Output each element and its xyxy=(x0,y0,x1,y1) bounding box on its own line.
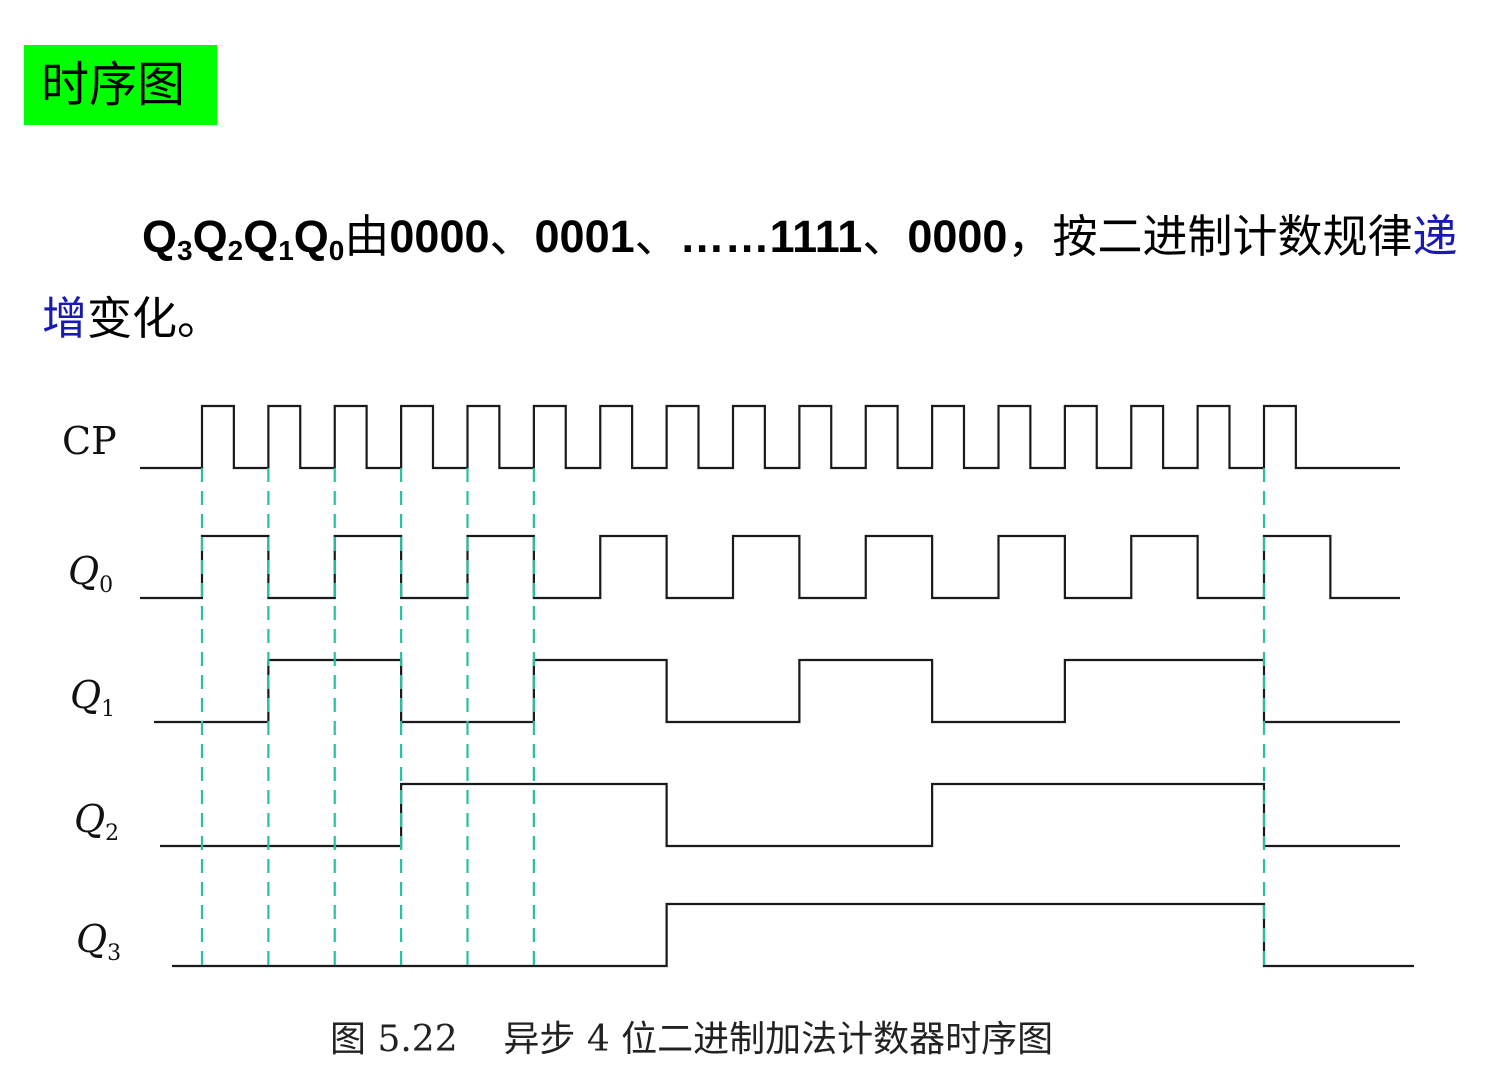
q1: Q1 xyxy=(243,211,294,266)
q0: Q0 xyxy=(293,211,345,266)
tail-2: 变化。 xyxy=(87,292,223,345)
seq-1: 0001 xyxy=(534,211,635,262)
seq-2: ……1111 xyxy=(679,211,863,262)
title-badge: 时序图 xyxy=(24,45,217,125)
you-text: 由 xyxy=(344,210,390,263)
q3: Q3 xyxy=(142,211,193,266)
figure-caption: 图 5.22 异步 4 位二进制加法计数器时序图 xyxy=(330,1019,1054,1060)
signal-label-q3: Q3 xyxy=(76,917,121,966)
highlight-increment: 递增 xyxy=(42,210,1458,345)
description-paragraph: Q3Q2Q1Q0由0000、0001、……1111、0000，按二进制计数规律递… xyxy=(42,210,1458,345)
signal-label-q0: Q0 xyxy=(68,549,113,598)
signal-label-q1: Q1 xyxy=(70,673,115,722)
tail-1: 按二进制计数规律 xyxy=(1052,210,1413,263)
q3-waveform xyxy=(172,902,1414,968)
signal-label-cp: CP xyxy=(62,419,117,463)
signal-label-q2: Q2 xyxy=(74,797,119,846)
title-text: 时序图 xyxy=(41,57,186,113)
q0-waveform xyxy=(140,534,1400,600)
seq-3: 0000 xyxy=(907,211,1008,262)
q1-waveform xyxy=(154,658,1400,724)
seq-0: 0000 xyxy=(389,211,490,262)
cp-waveform xyxy=(140,404,1400,470)
q2: Q2 xyxy=(192,211,244,266)
q2-waveform xyxy=(160,782,1400,848)
